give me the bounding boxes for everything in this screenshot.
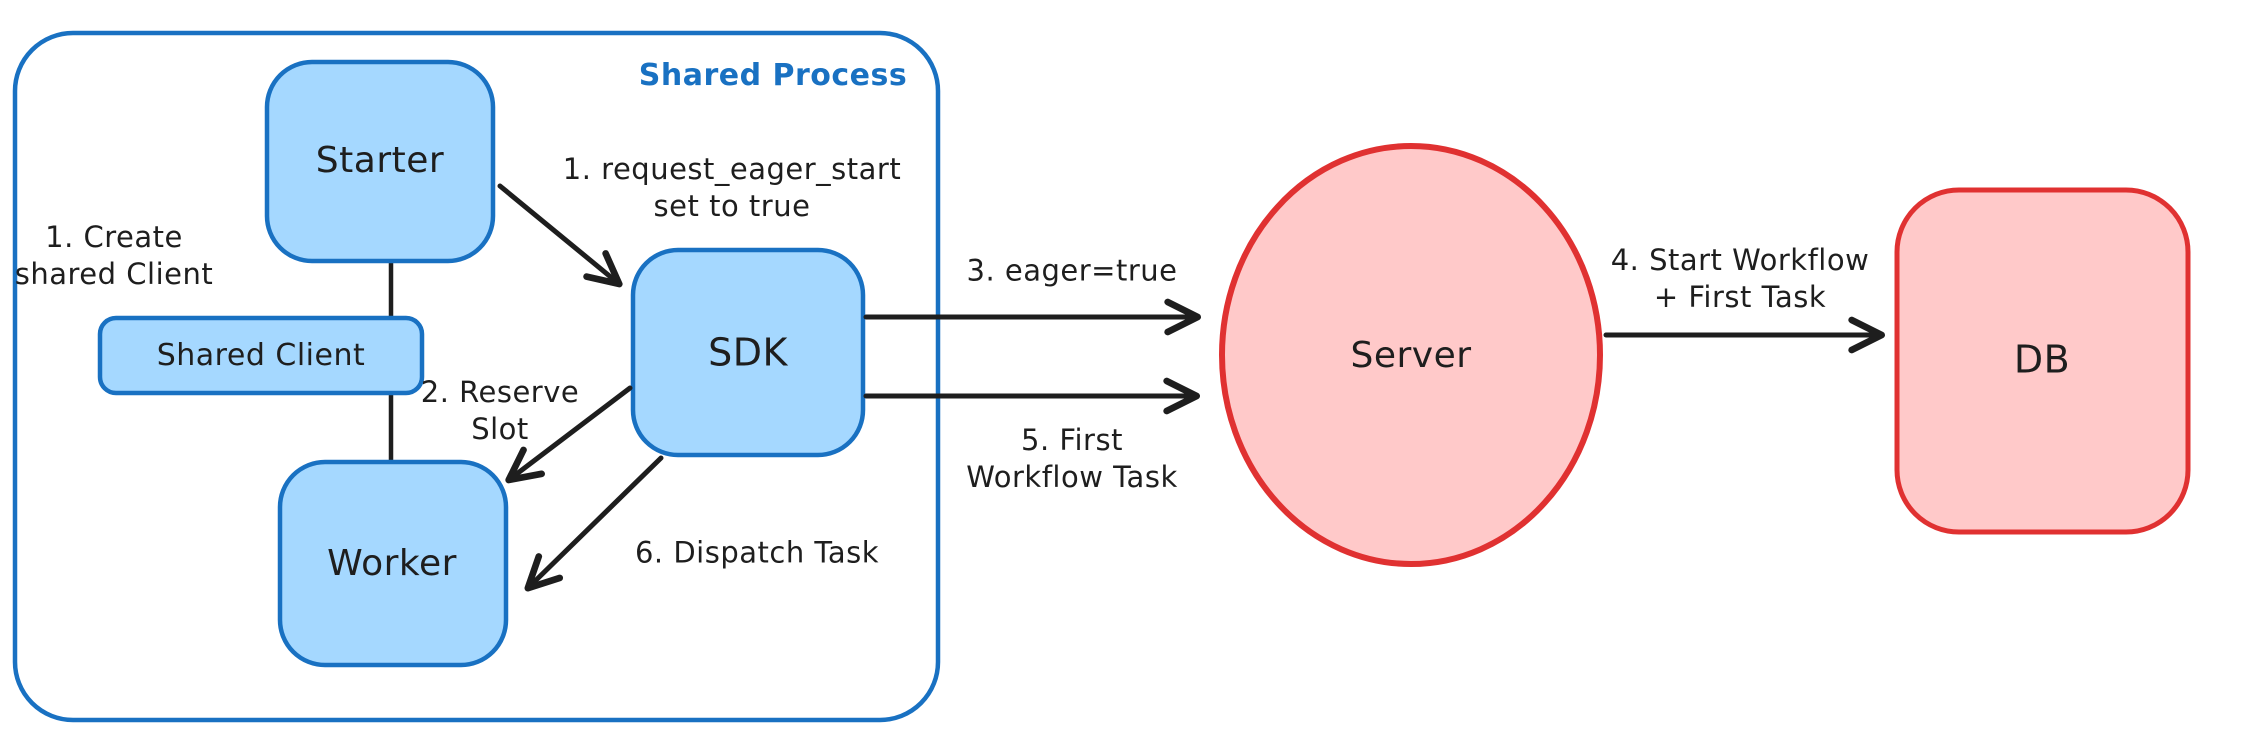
note-line: 4. Start Workflow [1610, 242, 1870, 277]
note-line: 5. First [1021, 422, 1123, 457]
note-line: + First Task [1653, 280, 1827, 314]
sdk-box [630, 247, 866, 458]
note-request-eager-start: 1. request_eager_start set to true [563, 151, 901, 225]
note-first-workflow-task: 5. First Workflow Task [966, 422, 1177, 496]
db-box [1894, 187, 2191, 535]
note-eager-true: 3. eager=true [966, 253, 1178, 288]
server-label: Server [1350, 334, 1472, 376]
note-line: shared Client [14, 257, 214, 291]
db-label: DB [2013, 337, 2071, 382]
arrow-dispatch-task [524, 455, 664, 592]
starter-box [264, 59, 496, 264]
note-line: 2. Reserve [420, 374, 580, 409]
server-circle [1219, 143, 1603, 567]
shared-process-label: Shared Process [638, 57, 908, 93]
sdk-label: SDK [708, 330, 788, 375]
note-dispatch-task: 6. Dispatch Task [634, 535, 880, 570]
shared-client-label: Shared Client [156, 337, 366, 373]
note-line: Slot [471, 412, 529, 446]
arrow-reserve-slot [505, 385, 633, 484]
note-create-shared-client: 1. Create shared Client [15, 219, 213, 293]
note-start-workflow: 4. Start Workflow + First Task [1611, 242, 1870, 316]
note-line: 1. request_eager_start [562, 151, 902, 186]
arrow-request-eager-start [497, 183, 623, 288]
note-reserve-slot: 2. Reserve Slot [421, 374, 579, 448]
shared-client-box [97, 315, 425, 396]
starter-label: Starter [315, 139, 445, 181]
note-line: 1. Create [45, 219, 183, 254]
worker-box [277, 459, 509, 668]
note-line: set to true [653, 189, 811, 223]
note-line: Workflow Task [966, 460, 1178, 494]
shared-process-container [12, 30, 941, 723]
worker-label: Worker [327, 542, 457, 584]
